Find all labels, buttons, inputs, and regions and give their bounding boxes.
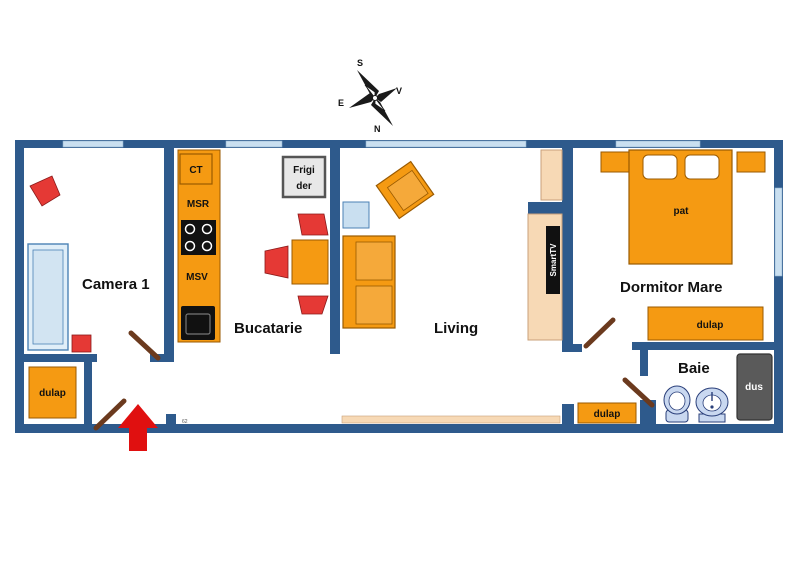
fridge-icon [281,155,327,199]
pillow-left [642,154,678,180]
fridge-label-line1: Frigi [293,165,315,176]
kitchen-chair-bottom [297,295,329,315]
closet-camera [28,366,77,419]
side-table [342,201,370,229]
camera1-furniture: dulap [27,175,92,419]
fridge-label-line2: der [296,181,312,192]
closet-hall [577,402,637,424]
bed-nightstand-left [600,151,630,173]
compass-north-label: N [374,124,381,134]
door-camera1 [128,330,161,361]
compass-rose: S V E N [338,58,402,134]
room-label-camera1: Camera 1 [82,276,150,293]
room-label-bucatarie: Bucatarie [234,320,302,337]
kitchen-chair-left [264,245,289,279]
windows [62,140,783,424]
door-baie [622,377,655,408]
tv-cabinet-upper [540,149,563,201]
ct-label: CT [189,165,202,176]
door-dormitor [583,317,616,349]
compass-east-label: E [338,98,344,108]
door-entrance [93,398,127,431]
stove-icon [181,220,216,255]
compass-west-label: V [396,86,402,96]
msv-label: MSV [186,272,208,283]
sink-icon [695,387,729,423]
bed-nightstand-right [736,151,766,173]
armchair-rotated [375,160,435,220]
shower-label: dus [745,382,763,393]
nightstand-icon [71,334,92,353]
room-label-dormitor: Dormitor Mare [620,279,723,296]
shower-icon [736,353,773,421]
toilet-icon [663,385,691,423]
msr-label: MSR [187,199,210,210]
bed-label: pat [674,206,690,217]
bucatarie-furniture: CT MSR MSV Frigi der [177,149,329,343]
smart-tv-label: SmartTV [549,243,558,277]
dormitor-furniture: pat dulap [600,149,766,341]
closet-dormitor-label: dulap [697,320,724,331]
closet-camera-label: dulap [39,388,66,399]
closet-dormitor [647,306,764,341]
compass-south-label: S [357,58,363,68]
ct-boiler [179,153,213,185]
baie-furniture: dus [663,353,773,423]
small-mark-label: 62 [182,419,188,425]
kitchen-chair-top [297,213,329,236]
smart-tv-icon [546,226,560,294]
room-label-living: Living [434,320,478,337]
living-furniture: SmartTV [342,149,563,341]
doors [93,317,655,431]
sofa [342,235,396,329]
closet-hall-label: dulap [594,409,621,420]
entrance-arrow-icon [118,404,158,451]
pillow-right [684,154,720,180]
room-label-baie: Baie [678,360,710,377]
armchair-icon [29,175,61,207]
kitchen-table [291,239,329,285]
